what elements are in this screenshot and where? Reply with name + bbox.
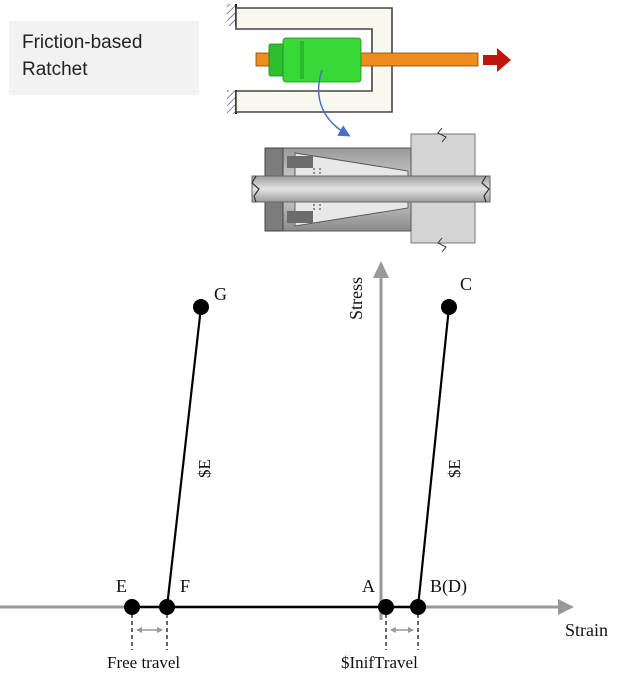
grip-ring-bottom (287, 211, 313, 223)
label-a: A (362, 576, 375, 596)
wall-hatch-bottom (227, 90, 235, 114)
rod-section (251, 175, 491, 203)
y-axis-label: Stress (346, 277, 366, 320)
piston-groove (300, 41, 304, 79)
pull-arrow-icon (483, 48, 511, 72)
point-b (410, 599, 426, 615)
point-g (193, 299, 209, 315)
point-c (441, 299, 457, 315)
grip-ring-top (287, 156, 313, 168)
break-mark-left (251, 175, 260, 203)
label-b: B(D) (430, 576, 467, 597)
detail-section (251, 127, 491, 253)
label-g: G (214, 284, 227, 304)
break-mark-bottom (437, 237, 447, 253)
piston-body (282, 37, 362, 83)
title-line-1: Friction-based (22, 32, 143, 53)
x-axis-arrowhead (558, 599, 574, 615)
stress-strain-diagram: E F G A B(D) C Stress Strain $E $E Free … (0, 261, 608, 672)
label-e: E (116, 576, 127, 596)
path-right-slope (416, 306, 451, 608)
label-c: C (460, 274, 472, 294)
wall-hatch-top (227, 4, 235, 26)
break-mark-right (481, 175, 490, 203)
ratchet-schematic (227, 4, 511, 137)
slope-label-right: $E (445, 459, 464, 478)
label-f: F (180, 576, 190, 596)
break-mark-top (437, 127, 447, 143)
x-axis-label: Strain (565, 620, 608, 640)
slope-label-left: $E (195, 459, 214, 478)
title-box: Friction-based Ratchet (9, 21, 199, 95)
point-f (159, 599, 175, 615)
callout-arrow (317, 69, 351, 137)
y-axis-arrowhead (373, 261, 389, 278)
free-travel-label: Free travel (107, 653, 180, 672)
title-line-2: Ratchet (22, 59, 88, 80)
path-left-slope (165, 306, 203, 608)
frame (235, 7, 393, 113)
point-a (378, 599, 394, 615)
inif-travel-label: $InifTravel (341, 653, 418, 672)
point-e (124, 599, 140, 615)
